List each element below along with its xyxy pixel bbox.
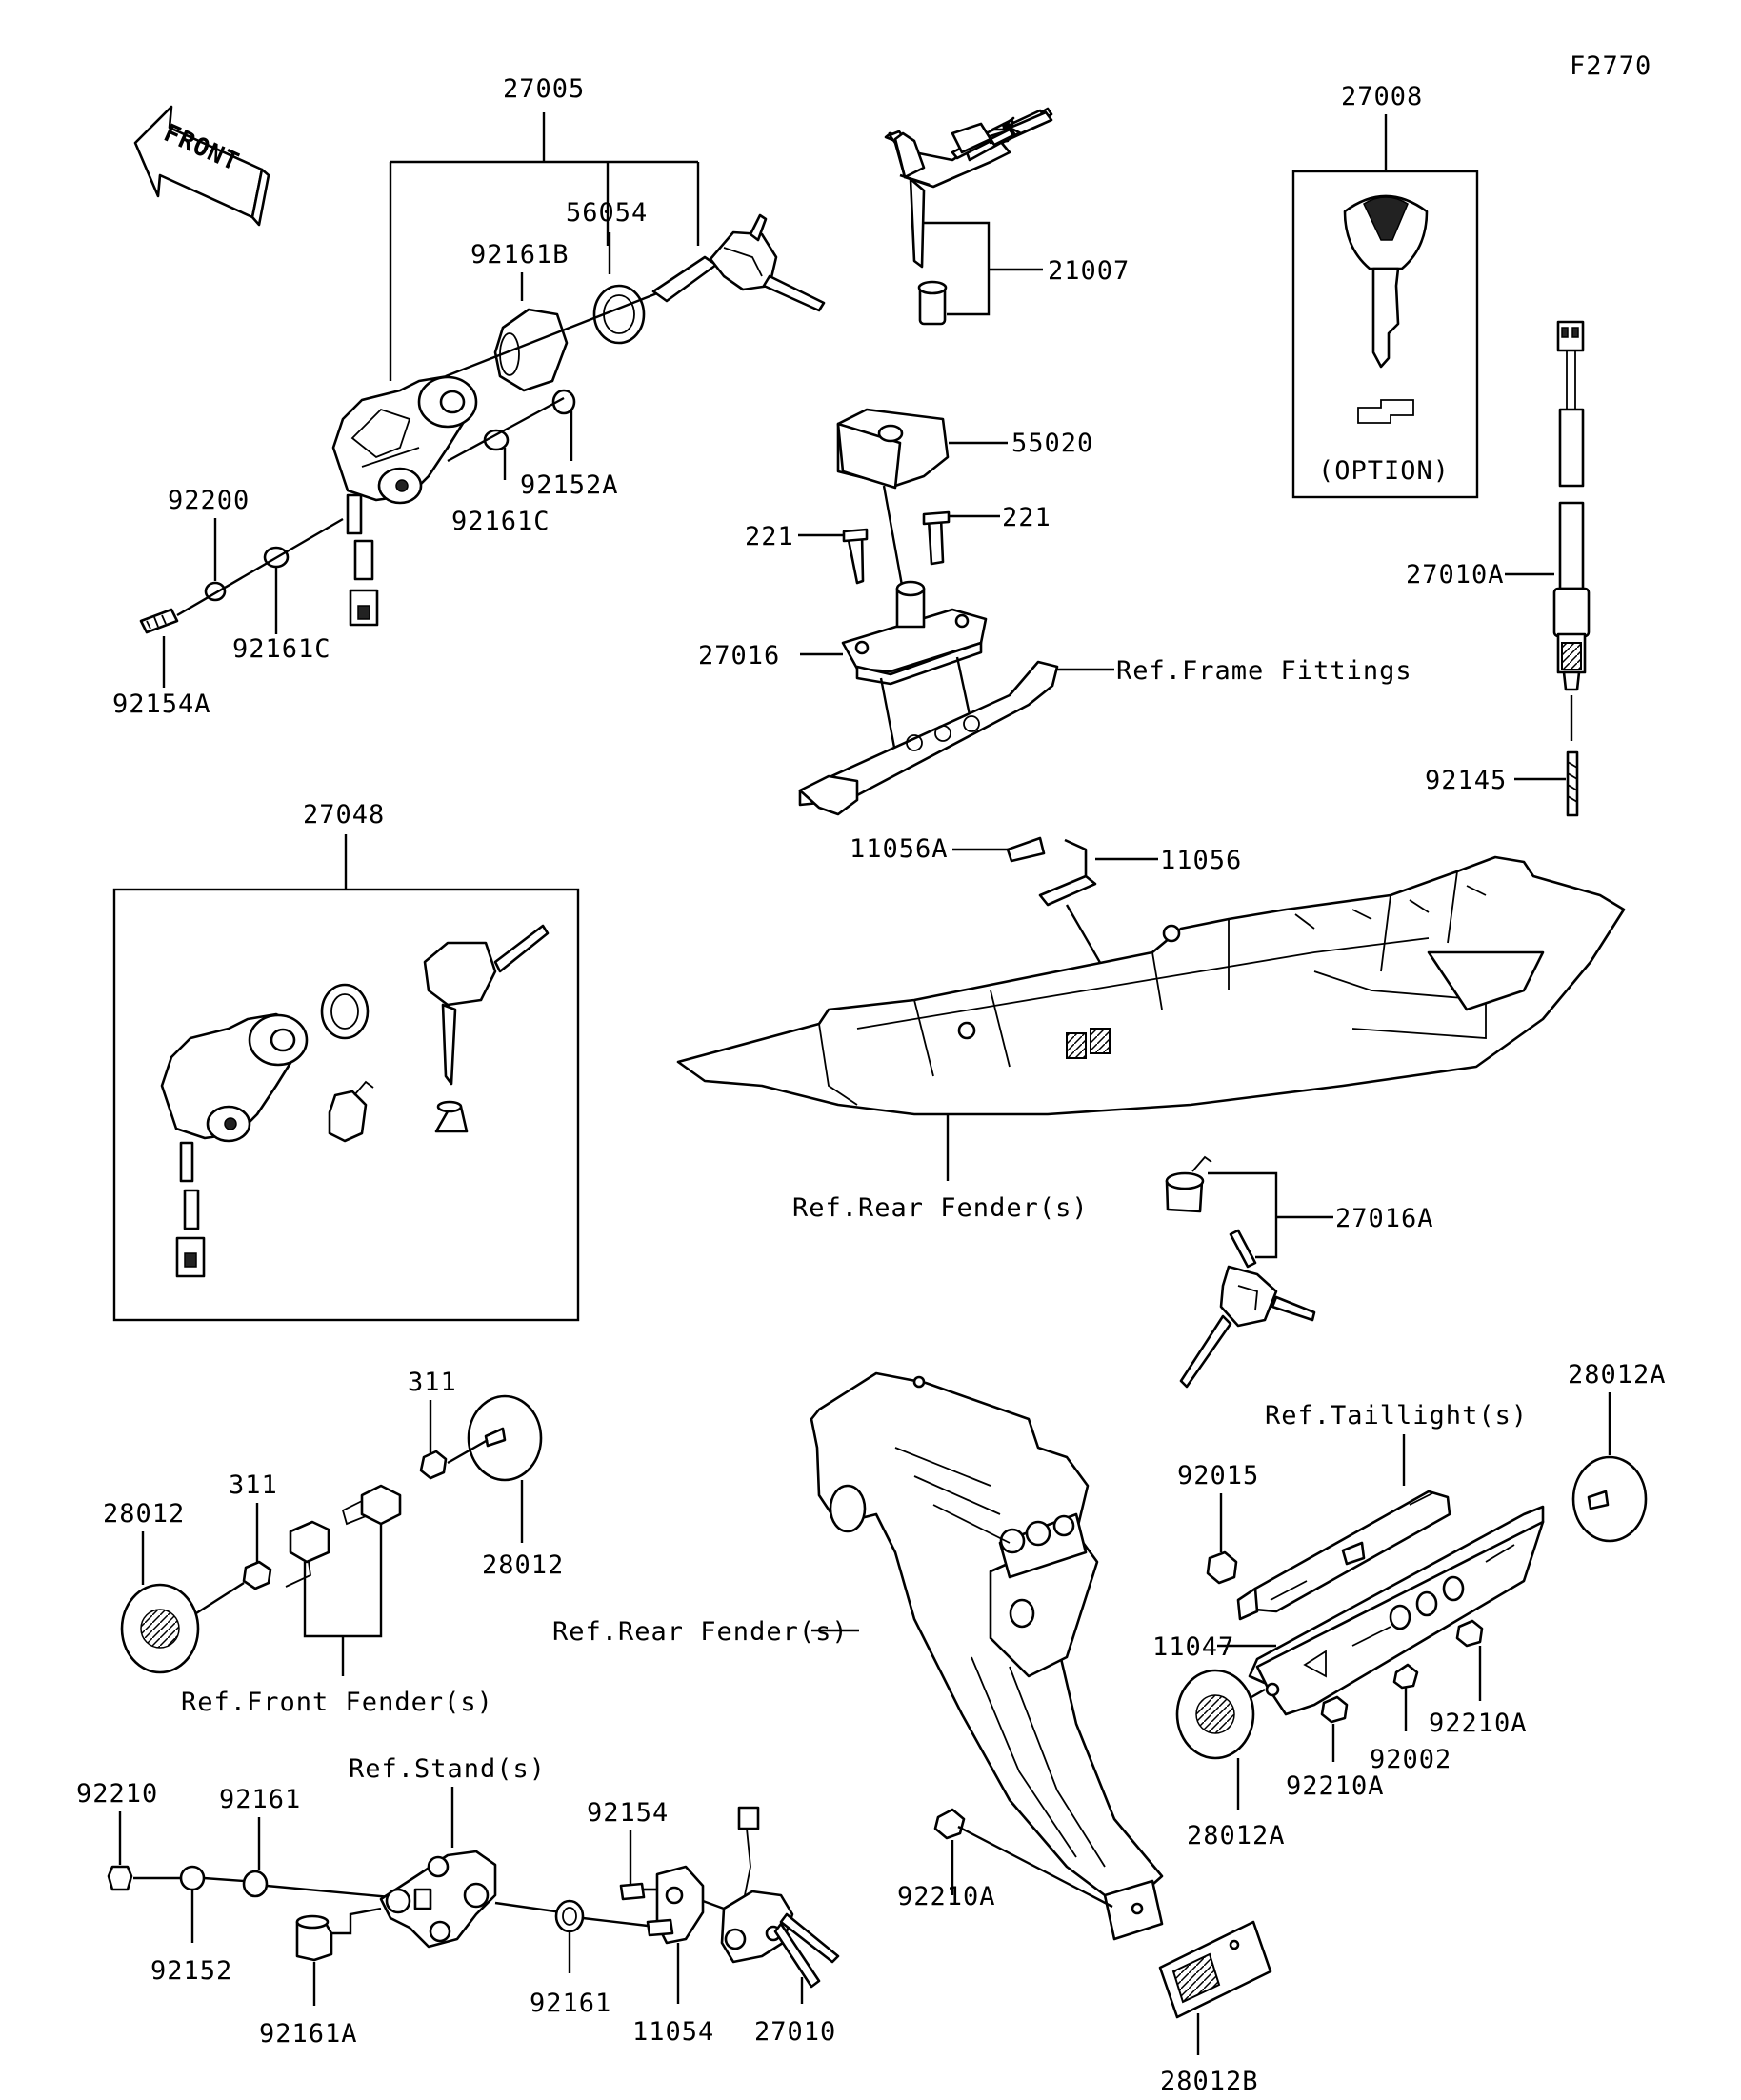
label-ref-stand: Ref.Stand(s) — [349, 1754, 546, 1784]
label-28012A-top: 28012A — [1568, 1360, 1667, 1390]
screw-92154 — [619, 1882, 646, 1901]
label-ref-rear-fender-2: Ref.Rear Fender(s) — [552, 1617, 849, 1647]
label-27016: 27016 — [698, 641, 780, 670]
label-92210A-mid: 92210A — [1286, 1771, 1385, 1801]
label-92210: 92210 — [76, 1779, 158, 1809]
label-27008: 27008 — [1341, 82, 1423, 111]
label-92161-top: 92161 — [219, 1785, 301, 1814]
label-11056A: 11056A — [850, 834, 949, 864]
label-92015: 92015 — [1177, 1461, 1259, 1490]
label-55020: 55020 — [1011, 429, 1093, 458]
nut-92210A-right — [1455, 1619, 1484, 1648]
option-label: (OPTION) — [1318, 456, 1450, 486]
kit-box — [112, 888, 580, 1322]
label-11054: 11054 — [632, 2017, 714, 2047]
key-set-21007: 21007 — [884, 107, 1130, 326]
label-92161C-top: 92161C — [451, 507, 550, 536]
label-92152A: 92152A — [520, 470, 619, 500]
figure-code: F2770 — [1570, 51, 1651, 81]
label-27016A: 27016A — [1335, 1204, 1434, 1233]
label-92161C: 92161C — [232, 634, 331, 664]
cap-92210 — [107, 1865, 133, 1891]
connector-27010 — [737, 1806, 760, 1830]
label-92145: 92145 — [1425, 766, 1507, 795]
label-11056: 11056 — [1160, 846, 1242, 875]
side-stand-switch-group: 92210 92152 92161 Ref.Stand(s) 92161A 92… — [76, 1754, 840, 2049]
spacer — [360, 1484, 402, 1526]
label-92161: 92161 — [530, 1989, 611, 2018]
label-221-right: 221 — [1002, 503, 1051, 532]
option-key-27008: 27008 (OPTION) — [1291, 82, 1479, 499]
label-27005: 27005 — [503, 74, 585, 104]
kit-27048: 27048 — [112, 800, 580, 1322]
front-reflector-group: 311 28012 Ref.Front Fender(s) 311 28012 — [103, 1368, 564, 1717]
seal-in-kit — [320, 983, 370, 1040]
label-ref-rear-fender-1: Ref.Rear Fender(s) — [792, 1193, 1089, 1223]
key-27005 — [651, 213, 826, 312]
label-221-left: 221 — [745, 522, 794, 551]
label-92154A: 92154A — [112, 690, 211, 719]
switch-27010A: 27010A 92145 — [1406, 320, 1591, 817]
bolt-92002 — [1392, 1663, 1419, 1690]
label-28012-left: 28012 — [103, 1499, 185, 1529]
label-27048: 27048 — [303, 800, 385, 830]
washer-92152 — [179, 1865, 206, 1891]
label-92161B: 92161B — [470, 240, 570, 270]
screw-92154A — [139, 608, 179, 634]
label-92161A: 92161A — [259, 2019, 358, 2049]
label-311: 311 — [229, 1470, 278, 1500]
lock-bracket-group: 55020 221 221 27016 Ref.Frame Fittings — [698, 408, 1412, 816]
ignition-switch-body — [331, 374, 478, 627]
option-box — [1291, 170, 1479, 499]
front-arrow-icon: FRONT — [133, 105, 270, 227]
label-92002: 92002 — [1370, 1745, 1451, 1774]
nut-92015 — [1206, 1550, 1238, 1585]
taillight-bracket-group: 28012A Ref.Taillight(s) 92015 11047 9200… — [1152, 1360, 1667, 1850]
rear-fender-lower: Ref.Rear Fender(s) 92210A 28012B — [552, 1371, 1272, 2096]
rear-fender-upper: 11056A 11056 Ref.Rear Fender(s) 27016A — [676, 834, 1626, 1389]
label-21007: 21007 — [1048, 256, 1130, 286]
nut-311 — [242, 1560, 272, 1590]
label-ref-front-fender: Ref.Front Fender(s) — [181, 1688, 493, 1717]
label-27010A: 27010A — [1406, 560, 1505, 590]
label-311-top: 311 — [408, 1368, 457, 1397]
label-ref-frame: Ref.Frame Fittings — [1116, 656, 1412, 686]
label-11047: 11047 — [1152, 1632, 1234, 1662]
label-92152: 92152 — [150, 1956, 232, 1986]
washer-92161-top — [242, 1870, 269, 1898]
label-ref-taillight: Ref.Taillight(s) — [1265, 1401, 1528, 1430]
label-28012-right: 28012 — [482, 1550, 564, 1580]
nut-92210A-mid — [1320, 1695, 1349, 1724]
washer-92152A — [551, 389, 576, 415]
label-92154: 92154 — [587, 1798, 669, 1828]
label-92210A-left: 92210A — [897, 1882, 996, 1911]
label-28012B: 28012B — [1160, 2067, 1259, 2096]
collar-92161B — [493, 308, 569, 392]
nut-311-top — [419, 1450, 448, 1480]
label-56054: 56054 — [566, 198, 648, 228]
label-92200: 92200 — [168, 486, 250, 515]
nut-92210A-left — [933, 1808, 966, 1840]
label-92210A-right: 92210A — [1429, 1709, 1528, 1738]
washer-92161 — [554, 1899, 585, 1933]
ignition-switch-group: 27005 56054 92161B — [112, 74, 826, 719]
reflector-28012A-top — [1571, 1455, 1648, 1543]
label-28012A-bottom: 28012A — [1187, 1821, 1286, 1850]
label-27010: 27010 — [754, 2017, 836, 2047]
